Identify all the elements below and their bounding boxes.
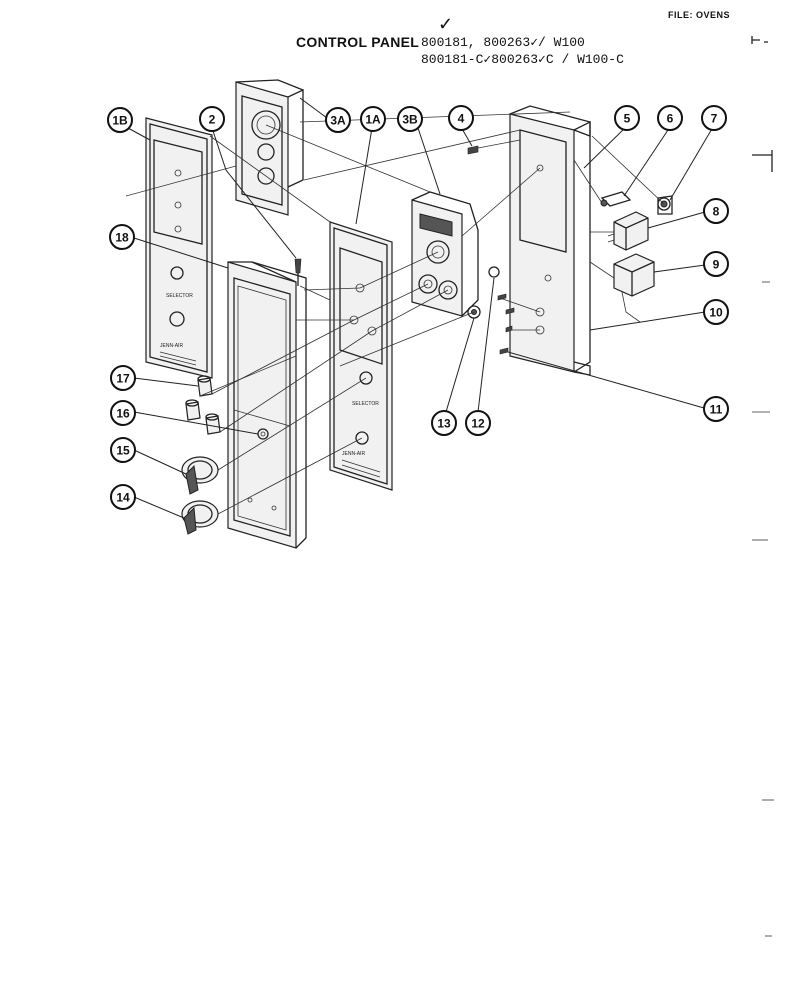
part-17-knobs (185, 375, 221, 435)
callout-14: 14 (110, 484, 136, 510)
svg-text:3A: 3A (330, 114, 346, 128)
svg-text:13: 13 (437, 417, 451, 431)
callout-16: 16 (110, 400, 136, 426)
callout-15: 15 (110, 437, 136, 463)
svg-text:8: 8 (713, 205, 720, 219)
hardware-screws (467, 266, 515, 355)
part-1b-trim-panel: SELECTOR JENN-AIR (145, 117, 213, 379)
panel-1b-selector-text: SELECTOR (166, 293, 193, 299)
svg-text:15: 15 (116, 444, 130, 458)
svg-text:2: 2 (209, 113, 216, 127)
callout-9: 9 (703, 251, 729, 277)
svg-text:12: 12 (471, 417, 485, 431)
callout-17: 17 (110, 365, 136, 391)
svg-text:6: 6 (667, 112, 674, 126)
part-15-selector-knob (181, 456, 219, 495)
part-9-transformer (613, 253, 655, 323)
svg-text:14: 14 (116, 491, 130, 505)
part-7-switch (657, 195, 673, 215)
callout-7: 7 (701, 105, 727, 131)
callout-8: 8 (703, 198, 729, 224)
part-3b-control-module (411, 191, 479, 317)
model-numbers-line-1: 800181, 800263✓/ W100 (421, 35, 585, 50)
callout-5: 5 (614, 105, 640, 131)
callout-6: 6 (657, 105, 683, 131)
part-18-bezel-frame (227, 261, 307, 549)
callout-11: 11 (703, 396, 729, 422)
file-label: FILE: OVENS (668, 10, 731, 20)
diagram-title: CONTROL PANEL (296, 34, 420, 50)
part-14-selector-knob (181, 500, 219, 535)
svg-text:17: 17 (116, 372, 130, 386)
alignment-lines (125, 111, 665, 515)
margin-marks (751, 36, 774, 937)
callout-12: 12 (465, 410, 491, 436)
svg-text:4: 4 (458, 112, 465, 126)
svg-text:3B: 3B (402, 113, 418, 127)
svg-text:9: 9 (713, 258, 720, 272)
part-10-bracket (509, 105, 591, 376)
svg-text:11: 11 (710, 403, 723, 417)
callout-10: 10 (703, 299, 729, 325)
callout-3a: 3A (325, 107, 351, 133)
svg-text:1B: 1B (112, 114, 128, 128)
svg-text:1A: 1A (365, 113, 381, 127)
part-4-screw (467, 145, 479, 155)
part-8-relay (607, 211, 649, 251)
check-mark: ✓ (438, 14, 454, 34)
svg-text:18: 18 (115, 231, 129, 245)
panel-1a-brand-text: JENN-AIR (342, 451, 365, 457)
callout-1a: 1A (360, 106, 386, 132)
callout-4: 4 (448, 105, 474, 131)
svg-text:16: 16 (116, 407, 130, 421)
leader-lines (127, 97, 714, 519)
part-6-indicator-light (600, 191, 632, 207)
callout-2: 2 (199, 106, 225, 132)
callout-3b: 3B (397, 106, 423, 132)
model-numbers-line-2: 800181-C✓800263✓C / W100-C (421, 52, 624, 67)
panel-1a-selector-text: SELECTOR (352, 401, 379, 407)
callout-13: 13 (431, 410, 457, 436)
svg-text:7: 7 (711, 112, 718, 126)
part-3a-timer (235, 79, 304, 216)
part-1a-control-panel: SELECTOR JENN-AIR (329, 221, 393, 491)
svg-text:5: 5 (624, 112, 631, 126)
svg-text:10: 10 (709, 306, 723, 320)
callout-1b: 1B (107, 107, 133, 133)
panel-1b-brand-text: JENN-AIR (160, 343, 183, 349)
callout-18: 18 (109, 224, 135, 250)
part-12-knob-plug (488, 266, 500, 278)
